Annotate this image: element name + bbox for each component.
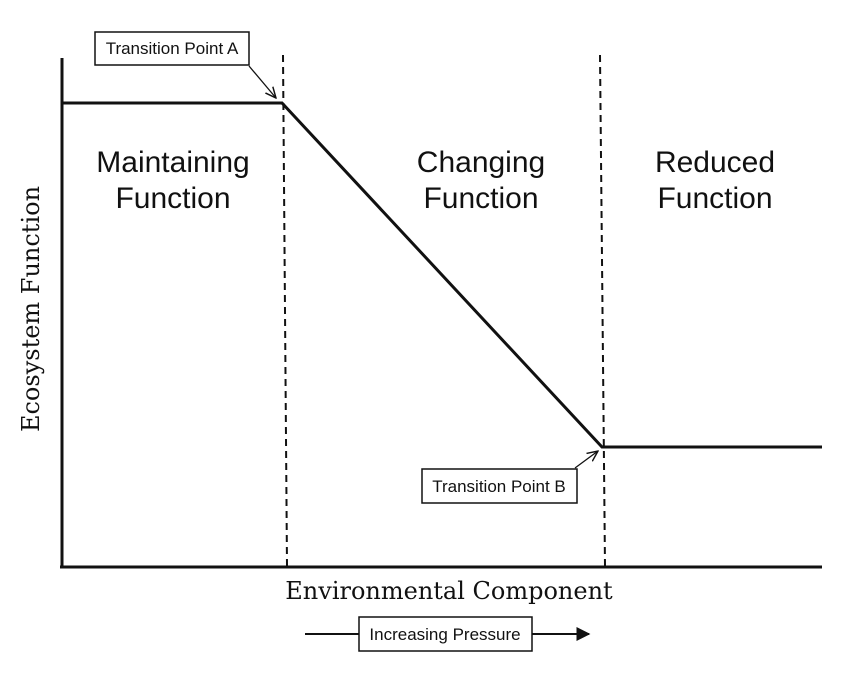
- ecosystem-function-curve: [62, 101, 822, 449]
- boundary-b-dashed-line: [599, 54, 606, 567]
- transition-point-a-box: [94, 31, 250, 66]
- region-changing-line1: Changing: [417, 146, 545, 179]
- boundary-a-dashed-line: [282, 54, 288, 567]
- transition-point-b-box: [421, 468, 578, 504]
- x-axis-label: Environmental Component: [285, 577, 613, 605]
- region-maintaining-line1: Maintaining: [96, 146, 249, 179]
- transition-point-b-callout: Transition Point B: [421, 451, 598, 504]
- transition-point-b-label: Transition Point B: [432, 477, 566, 496]
- region-reduced-line1: Reduced: [655, 146, 775, 179]
- region-maintaining-line2: Function: [115, 182, 230, 215]
- pressure-label-box: [358, 616, 533, 652]
- region-reduced-line2: Function: [657, 182, 772, 215]
- y-axis-label: Ecosystem Function: [17, 186, 45, 432]
- increasing-pressure-indicator: Increasing Pressure: [305, 616, 591, 652]
- transition-point-a-callout: Transition Point A: [94, 31, 276, 98]
- region-changing-line2: Function: [423, 182, 538, 215]
- pressure-label: Increasing Pressure: [369, 625, 520, 644]
- transition-point-b-arrow: [574, 451, 598, 469]
- transition-point-a-arrow: [248, 65, 276, 98]
- transition-point-a-label: Transition Point A: [106, 39, 239, 58]
